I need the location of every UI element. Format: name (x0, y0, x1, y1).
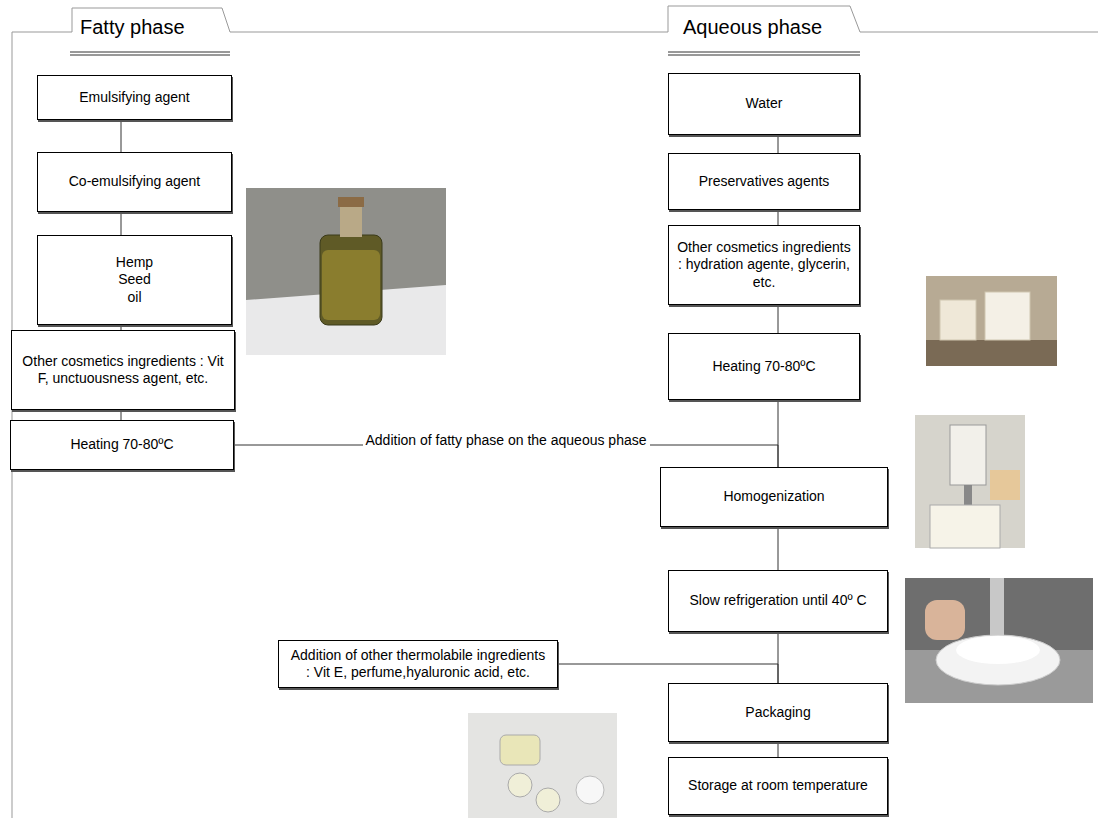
process-box: Other cosmetics ingredients : hydration … (668, 225, 860, 305)
box-text: Homogenization (723, 488, 824, 506)
phase-header: Fatty phase (80, 16, 185, 39)
edge-label: Addition of fatty phase on the aqueous p… (363, 432, 650, 448)
flow-line (778, 210, 779, 225)
box-text: Water (746, 95, 783, 113)
process-box: Water (668, 73, 860, 135)
process-box: Heating 70-80ºC (668, 333, 860, 400)
process-box: Other cosmetics ingredients : Vit F, unc… (11, 330, 235, 410)
flow-line (121, 120, 122, 152)
box-text: Addition of other thermolabile ingredien… (287, 647, 549, 682)
box-text: Emulsifying agent (79, 89, 190, 107)
flow-line (234, 445, 778, 467)
process-box: Slow refrigeration until 40º C (668, 570, 888, 632)
phase-frame (12, 6, 1098, 818)
process-box: Co-emulsifying agent (37, 152, 232, 212)
process-box: Hemp Seed oil (37, 235, 232, 325)
flow-line (558, 664, 778, 683)
box-text: Hemp Seed oil (110, 254, 160, 307)
tab-underline (70, 52, 860, 55)
process-box: Homogenization (660, 467, 888, 527)
flow-line (778, 742, 779, 757)
packaging-photo (468, 713, 617, 818)
phase-header: Aqueous phase (683, 16, 822, 39)
flow-line (121, 410, 122, 420)
process-box: Preservatives agents (668, 153, 860, 210)
box-text: Other cosmetics ingredients : Vit F, unc… (20, 353, 226, 388)
cooling-photo (905, 578, 1093, 703)
flow-line (778, 527, 779, 570)
flow-line (778, 135, 779, 153)
box-text: Packaging (745, 704, 810, 722)
box-text: Slow refrigeration until 40º C (689, 592, 866, 610)
box-text: Preservatives agents (699, 173, 830, 191)
box-text: Storage at room temperature (688, 777, 868, 795)
homogenization-photo (915, 415, 1025, 548)
box-text: Other cosmetics ingredients : hydration … (677, 239, 851, 292)
flow-line (778, 305, 779, 333)
process-box: Emulsifying agent (37, 75, 232, 120)
heating-photo (926, 276, 1057, 366)
process-box: Packaging (668, 683, 888, 742)
process-box: Storage at room temperature (668, 757, 888, 815)
box-text: Heating 70-80ºC (70, 436, 173, 454)
box-text: Co-emulsifying agent (69, 173, 201, 191)
oil-bottle-photo (246, 188, 446, 355)
flow-line (121, 212, 122, 235)
process-box: Heating 70-80ºC (10, 420, 234, 470)
box-text: Heating 70-80ºC (712, 358, 815, 376)
process-box: Addition of other thermolabile ingredien… (278, 640, 558, 688)
